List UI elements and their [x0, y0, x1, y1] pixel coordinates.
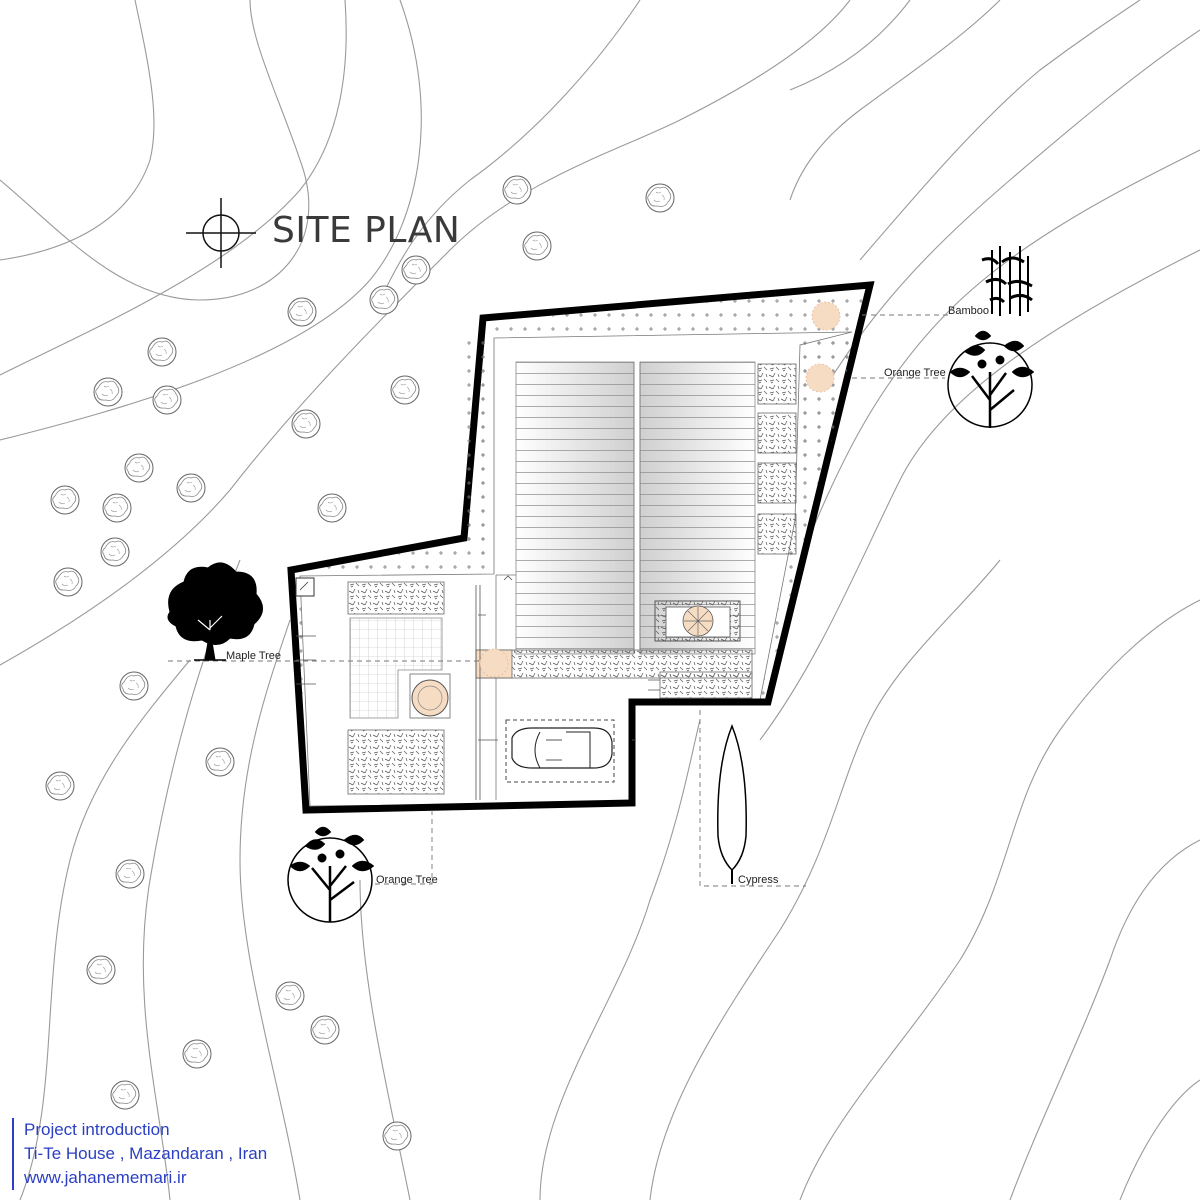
steps	[296, 575, 660, 800]
contour-line	[789, 0, 1001, 201]
contour-line	[0, 0, 155, 261]
bush	[275, 981, 305, 1011]
bush	[310, 1015, 340, 1045]
bush	[147, 337, 177, 367]
maple-tree-icon	[167, 562, 263, 661]
bush	[50, 485, 80, 515]
corner-box	[295, 577, 315, 597]
bush	[115, 859, 145, 889]
north-arrow-icon	[186, 198, 256, 268]
bush	[382, 1121, 412, 1151]
orange-tree-label: Orange Tree	[884, 367, 946, 379]
leader-lines	[168, 314, 950, 887]
contour-line	[759, 249, 1200, 741]
bush	[522, 231, 552, 261]
contour-line	[19, 659, 191, 1200]
contour-line	[379, 0, 641, 301]
bush	[100, 537, 130, 567]
contour-line	[859, 0, 1141, 261]
website-link[interactable]: www.jahanememari.ir	[24, 1168, 187, 1187]
contour-line	[789, 0, 911, 91]
cypress-label: Cypress	[738, 874, 779, 886]
contour-line	[539, 719, 701, 1200]
contour-line	[1119, 1079, 1200, 1200]
planter-boxes	[757, 363, 797, 555]
contour-line	[359, 879, 411, 1200]
bush	[152, 385, 182, 415]
bush	[110, 1080, 140, 1110]
bush	[45, 771, 75, 801]
bamboo-icon	[981, 246, 1033, 316]
contour-line	[829, 29, 1200, 381]
bush	[390, 375, 420, 405]
tree-markers	[479, 301, 841, 678]
contour-line	[0, 0, 851, 666]
orange-tree-icon	[947, 330, 1035, 428]
project-intro-line: Project introduction	[24, 1120, 170, 1139]
bush	[182, 1039, 212, 1069]
bush	[317, 493, 347, 523]
bamboo-label: Bamboo	[948, 305, 989, 317]
contour-line	[239, 619, 301, 1200]
bush	[93, 377, 123, 407]
project-name-line: Ti-Te House , Mazandaran , Iran	[24, 1144, 268, 1163]
bush	[401, 255, 431, 285]
bush	[205, 747, 235, 777]
bush	[369, 285, 399, 315]
contour-line	[142, 559, 241, 1200]
garden-beds	[347, 581, 451, 795]
maple-tree-label: Maple Tree	[226, 650, 282, 662]
bush	[86, 955, 116, 985]
contour-line	[799, 599, 1200, 1200]
contour-line	[0, 0, 422, 441]
contour-line	[799, 149, 1200, 561]
courtyard-planter	[654, 600, 741, 642]
contour-line	[649, 559, 1001, 1200]
contour-line	[0, 0, 347, 376]
car-icon	[511, 727, 613, 769]
cypress-icon	[717, 723, 747, 884]
bush	[176, 473, 206, 503]
bush	[53, 567, 83, 597]
project-info: Project introduction Ti-Te House , Mazan…	[12, 1118, 267, 1190]
bush	[102, 493, 132, 523]
bush	[119, 671, 149, 701]
bush	[291, 409, 321, 439]
parking-bay	[505, 719, 615, 783]
orange-tree-icon	[287, 826, 375, 923]
bush	[124, 453, 154, 483]
bush	[287, 297, 317, 327]
contour-line	[1009, 839, 1200, 1200]
orange-tree-label: Orange Tree	[376, 874, 438, 886]
bush	[645, 183, 675, 213]
page-title: SITE PLAN	[272, 210, 461, 251]
bush	[502, 175, 532, 205]
contour-line	[0, 0, 310, 301]
